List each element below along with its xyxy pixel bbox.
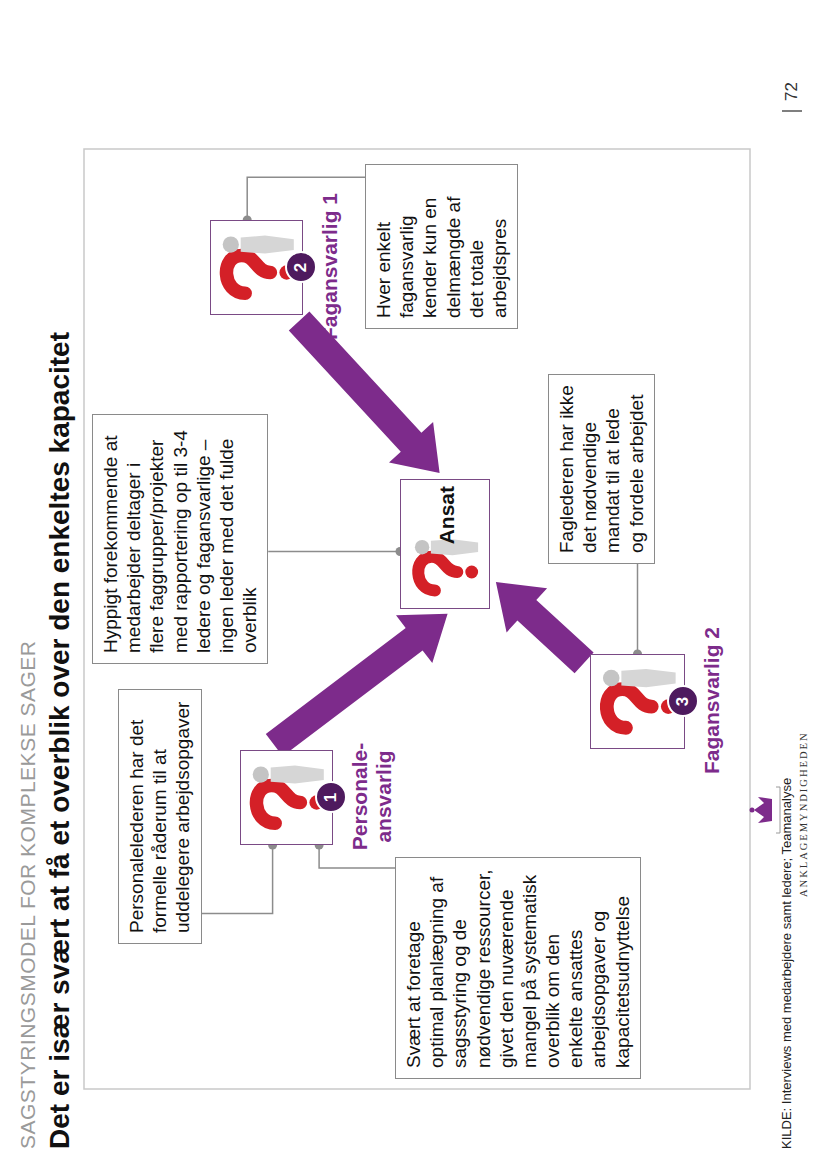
role-heading: Fagansvarlig 2	[700, 611, 724, 791]
box-text: Hver enkelt fagansvarlig kender kun en d…	[372, 175, 511, 318]
figure-head	[253, 767, 269, 783]
role-box: 1Personale- ansvarlig	[240, 750, 333, 845]
content-frame	[84, 149, 750, 1089]
source-note: KILDE: Interviews med medarbejdere samt …	[779, 778, 794, 1149]
role-box: 3Fagansvarlig 2	[590, 654, 685, 749]
text-box: Hyppigt forekommende at medarbejder delt…	[92, 414, 268, 664]
question-mark	[226, 255, 270, 293]
section-header: SAGSTYRINGSMODEL FOR KOMPLEKSE SAGER	[16, 641, 40, 1150]
callout-number: 1	[315, 782, 347, 814]
box-text: Svært at foretage optimal planlægning af…	[402, 868, 634, 1068]
block-arrow	[289, 311, 440, 473]
question-mark	[607, 689, 652, 728]
box-text: Personalelederen har det formelle råderu…	[125, 700, 195, 933]
role-heading: Fagansvarlig 1	[318, 177, 342, 357]
leader-stroke	[202, 845, 273, 913]
logo-text: ANKLAGEMYNDIGHEDEN	[798, 732, 809, 897]
question-dot	[465, 566, 478, 579]
leader-stroke	[247, 177, 365, 220]
page-number: 72	[782, 82, 802, 101]
text-box: Personalelederen har det formelle råderu…	[118, 689, 202, 944]
role-box: 2Fagansvarlig 1	[210, 220, 303, 315]
page-number-bar	[782, 110, 802, 112]
slide-title: Det er især svært at få et overblik over…	[44, 332, 76, 1149]
leader-line	[243, 177, 365, 224]
leader-line	[268, 547, 404, 556]
box-text: Faglederen har ikke det nødvendige manda…	[555, 385, 648, 553]
text-box: Svært at foretage optimal planlægning af…	[395, 857, 641, 1079]
text-box: Faglederen har ikke det nødvendige manda…	[548, 374, 655, 564]
leader-line	[633, 564, 642, 659]
leader-stroke	[268, 551, 400, 553]
question-mark	[256, 785, 300, 823]
text-box: Hver enkelt fagansvarlig kender kun en d…	[365, 164, 518, 329]
figure-body	[271, 766, 324, 784]
figure-head	[415, 540, 429, 554]
employee-box: Ansat	[400, 479, 490, 609]
figure-body	[621, 669, 675, 687]
figure-head	[603, 670, 620, 687]
figure-head	[223, 237, 239, 253]
leader-line	[202, 841, 278, 914]
block-arrow	[496, 582, 594, 673]
employee-label: Ansat	[435, 486, 459, 544]
leader-stroke	[637, 564, 639, 654]
question-mark	[418, 557, 457, 591]
crown-logo	[750, 787, 781, 833]
block-arrow	[266, 614, 448, 757]
figure-body	[241, 236, 294, 254]
crown-shape	[754, 797, 772, 823]
crown-jewel	[750, 808, 755, 813]
role-heading: Personale- ansvarlig	[348, 737, 396, 857]
box-text: Hyppigt forekommende at medarbejder delt…	[99, 425, 261, 653]
callout-number: 3	[667, 686, 699, 718]
callout-number: 2	[285, 252, 317, 284]
